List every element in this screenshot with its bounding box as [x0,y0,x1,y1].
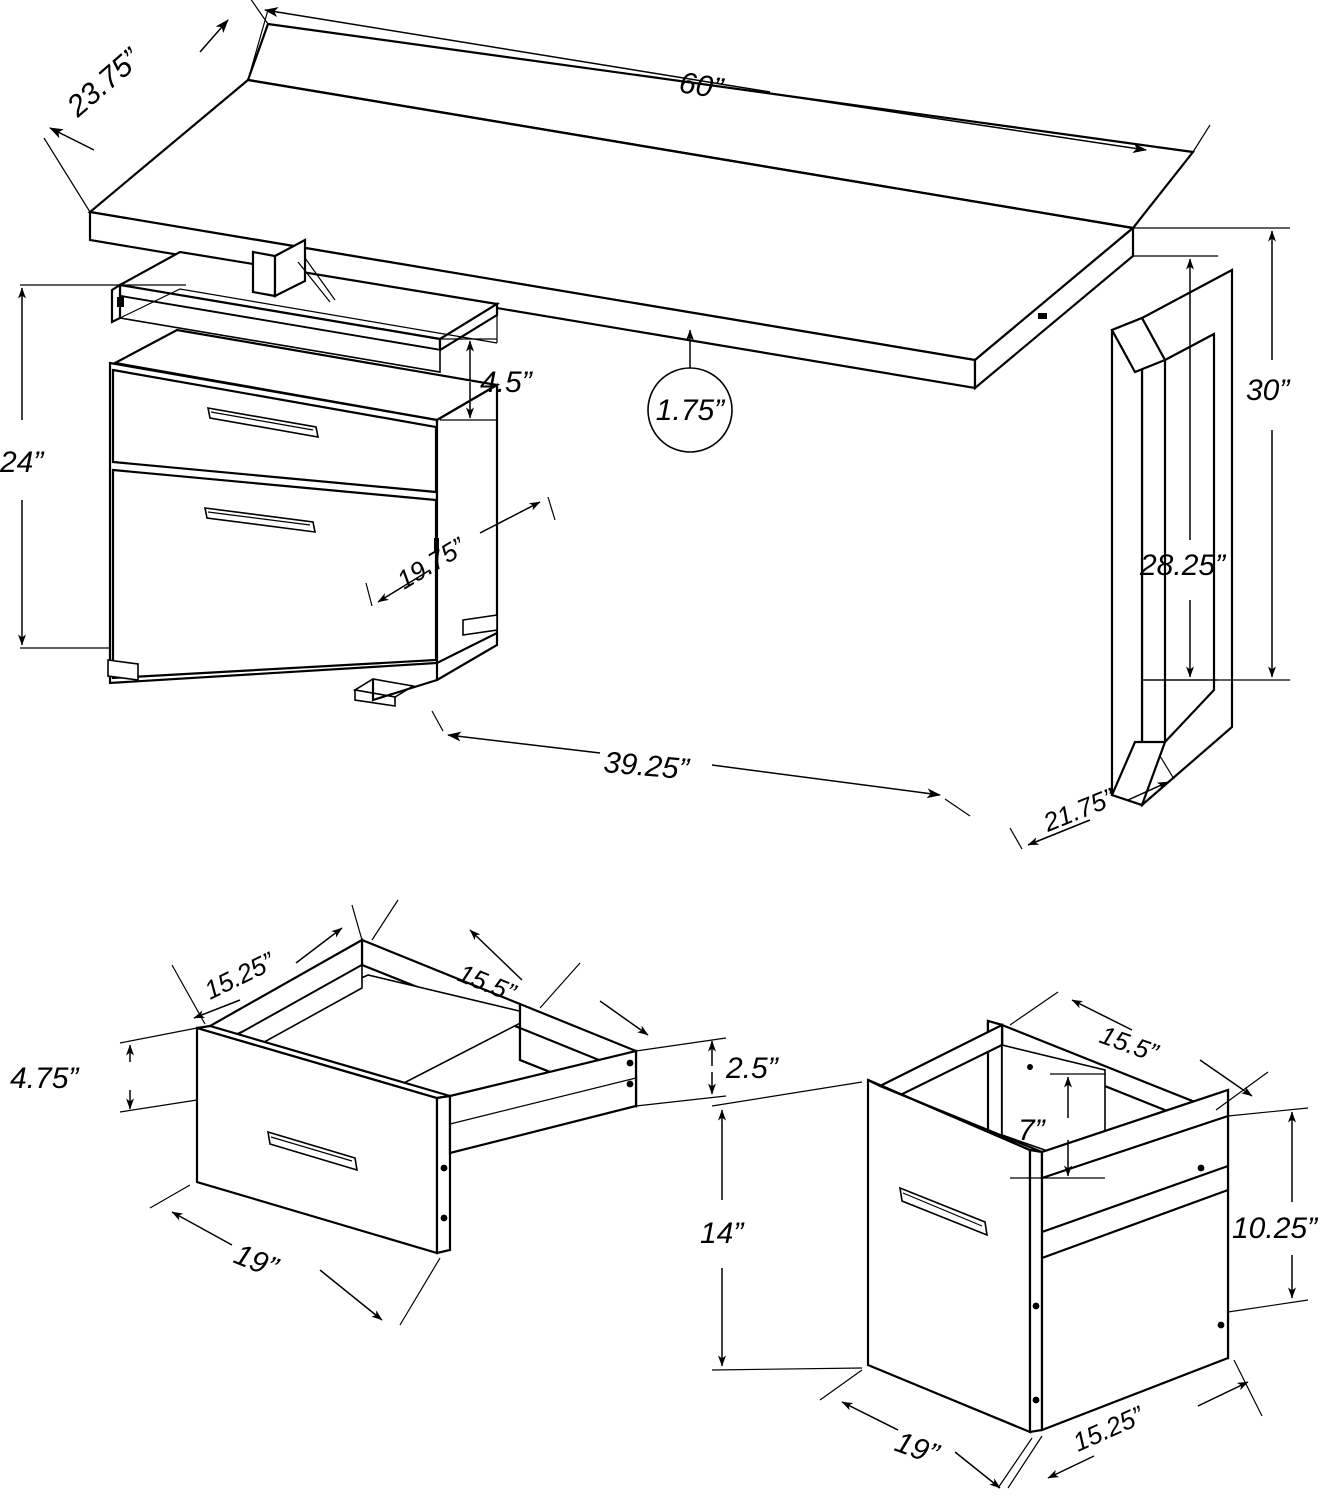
fastener-mark [1032,1302,1040,1310]
dimension-file-drawer-side-height: 10.25” [1227,1107,1319,1313]
fastener-mark [1217,1321,1225,1329]
drawer-front-upper [111,368,438,494]
dim-label-14: 14” [700,1217,745,1250]
hinge-mark [117,297,124,307]
dim-label-10-25: 10.25” [1232,1212,1319,1245]
dimension-top-thickness-callout: 1.75” [647,329,733,453]
dim-label-7: 7” [1018,1114,1047,1147]
dim-label-24: 24” [0,446,45,479]
fastener-mark [440,1214,448,1222]
dim-label-30: 30” [1246,374,1291,407]
fastener-mark [440,1164,448,1172]
view-small-drawer: 15.25” 15.5” 4.75” 2.5” [10,899,780,1326]
dim-label-4-5: 4.5” [480,366,534,399]
dim-label-60: 60” [677,66,727,106]
pedestal-cabinet [107,250,501,707]
dim-label-4-75: 4.75” [10,1062,80,1095]
dim-label-2-5: 2.5” [725,1052,780,1085]
desktop-support-bracket [251,238,336,303]
fastener-mark [1027,1064,1033,1070]
dimension-cabinet-height: 24” [0,284,186,649]
hinge-mark [434,538,439,552]
fastener-mark [626,1080,634,1088]
view-file-drawer: 14” 15.5” 7” 10.25” [700,991,1319,1489]
dimension-shelf-opening: 4.5” [440,338,534,421]
callout-bubble [647,367,733,453]
fastener-mark [1038,313,1047,319]
file-drawer-handle-icon [898,1186,989,1237]
drawer-handle-upper-icon [206,407,320,438]
small-drawer-handle-icon [266,1130,359,1172]
fastener-mark [1197,1164,1205,1172]
dimension-file-drawer-inner-height: 7” [1010,1073,1105,1179]
dimension-small-drawer-side-height: 2.5” [635,1037,780,1107]
metal-loop-leg [1110,268,1234,808]
dim-label-28-25: 28.25” [1139,549,1227,582]
dimension-width-top: 60” [247,0,1211,230]
dimension-file-drawer-front-height: 14” [700,1081,863,1371]
fastener-mark [626,1059,634,1067]
view-desk-assembly: 23.75” 60” 4.5” 1.75” [0,0,1291,850]
fastener-mark [1032,1396,1040,1404]
drawer-front-lower [111,468,438,680]
dimension-clearance-height: 28.25” [1133,255,1227,681]
desktop-panel [87,22,1196,391]
dimension-small-drawer-front-height: 4.75” [10,1027,198,1113]
dim-label-39-25: 39.25” [602,746,692,786]
drawer-handle-lower-icon [203,507,317,533]
dimension-knee-span: 39.25” [431,710,971,817]
dim-label-1-75: 1.75” [656,394,726,427]
